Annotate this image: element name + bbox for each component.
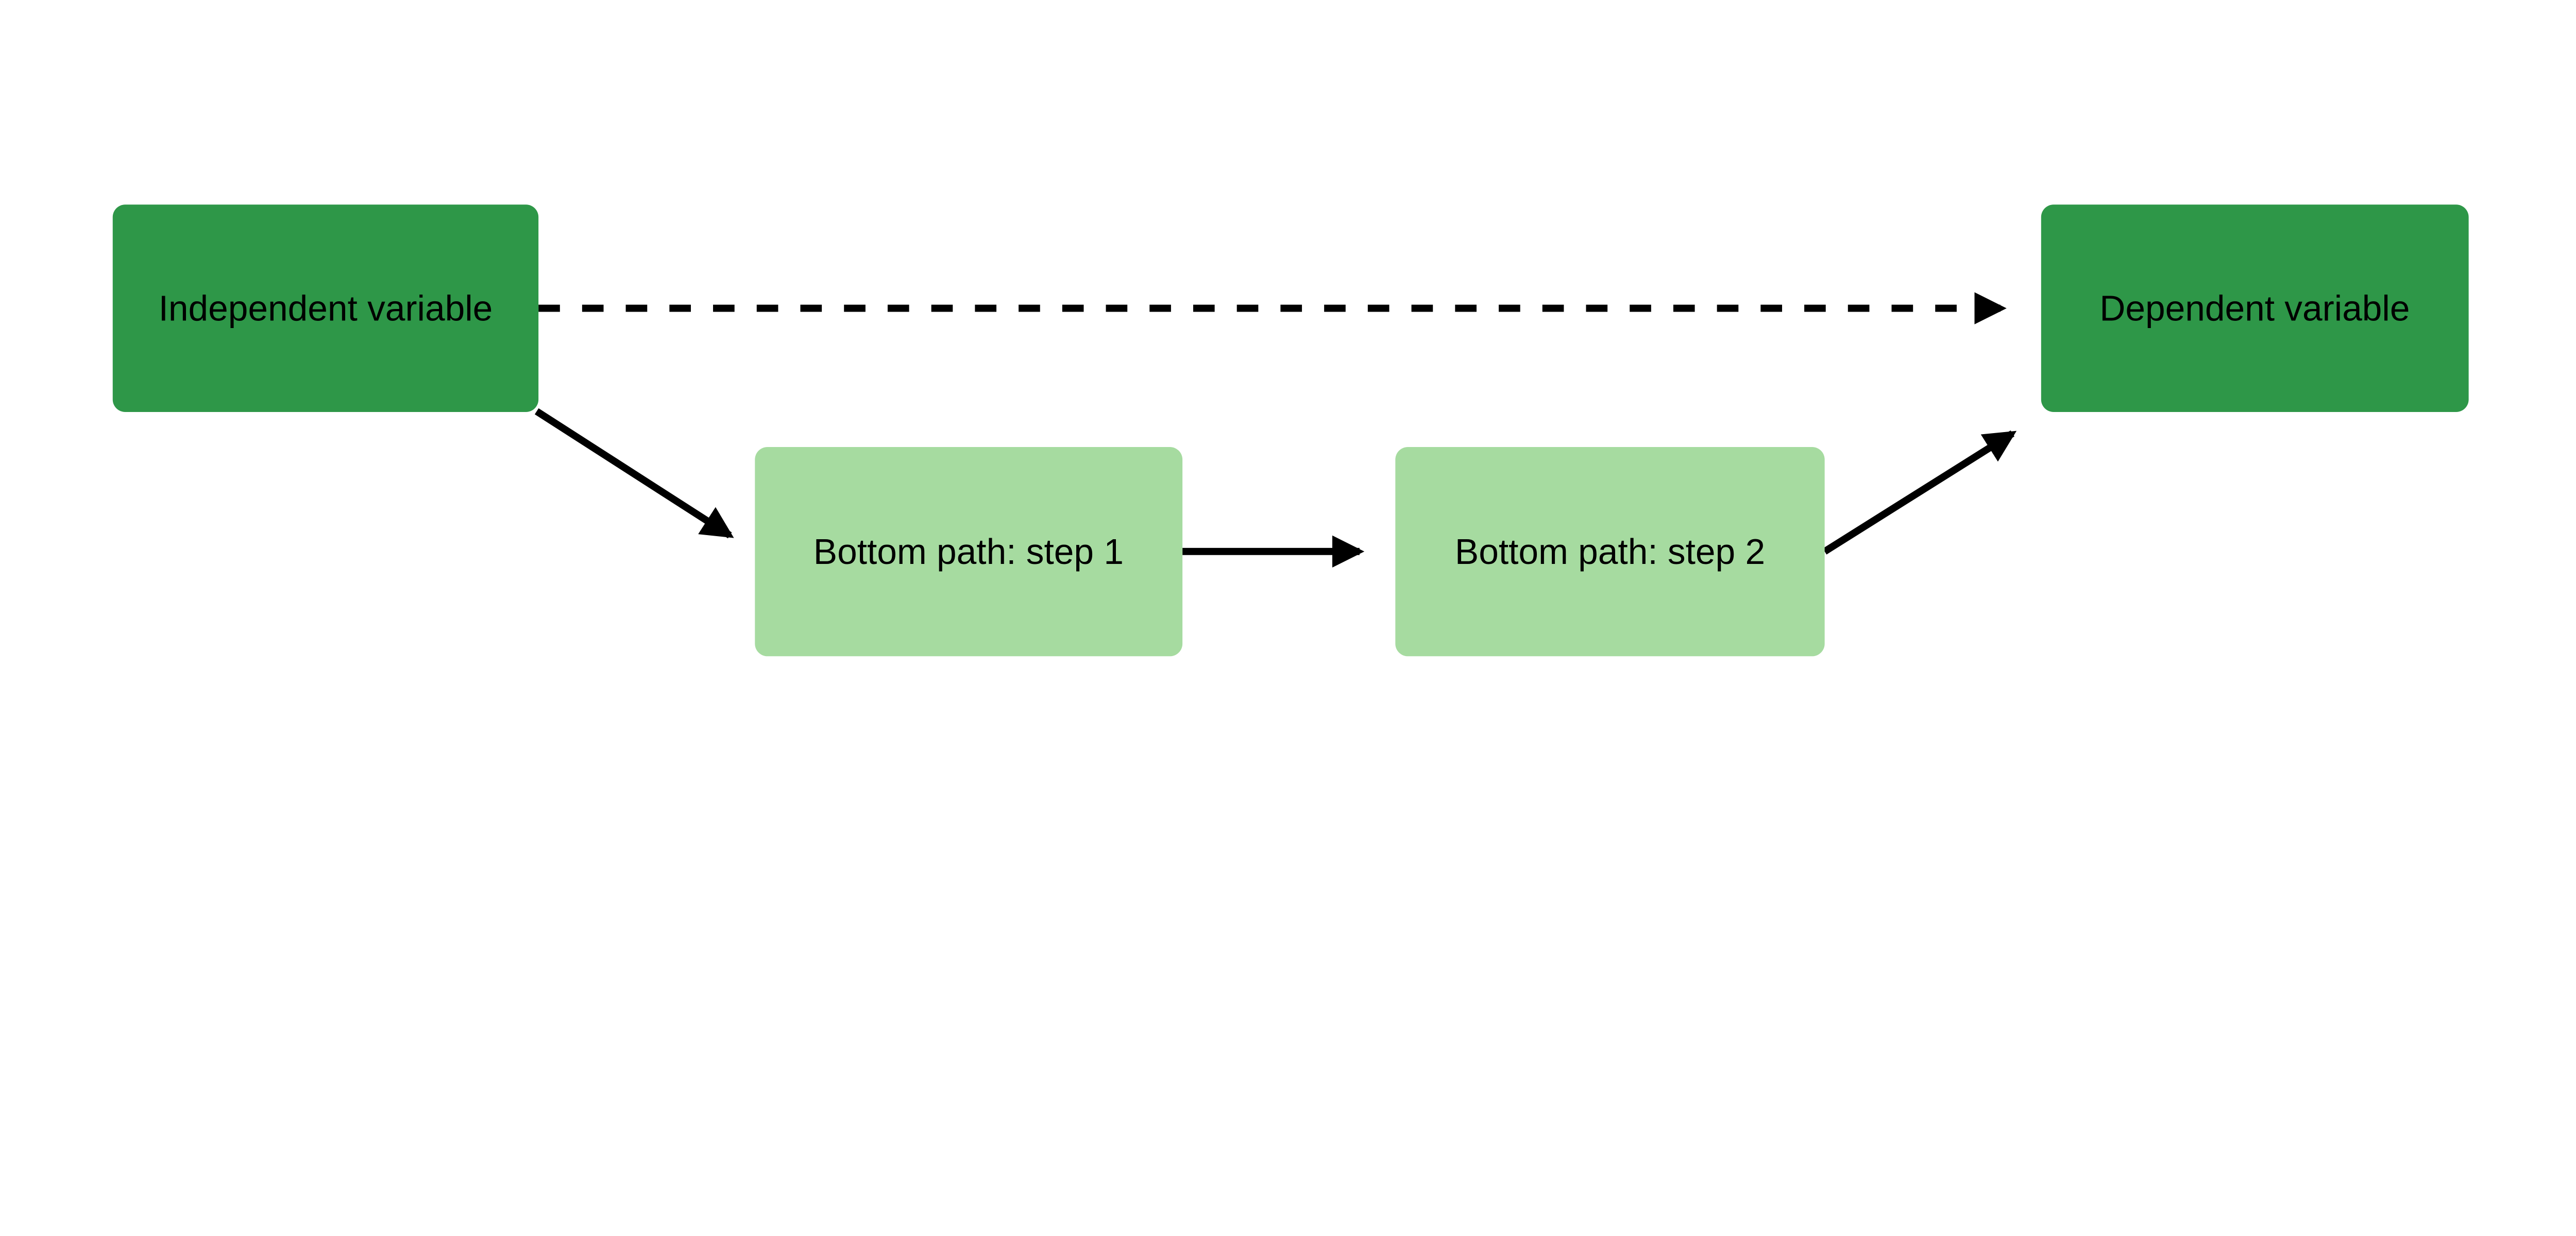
bottom-path-step2-label: Bottom path: step 2 <box>1455 531 1765 572</box>
independent-to-step1-arrow <box>534 408 734 539</box>
independent-variable-label: Independent variable <box>159 288 493 329</box>
bottom-path-step2-node <box>1395 447 1825 657</box>
step2-to-dependent-arrow <box>1822 430 2017 555</box>
diagram-canvas: Independent variable Dependent variable … <box>112 204 2469 657</box>
dependent-variable-node <box>2041 204 2469 412</box>
dependent-variable-label: Dependent variable <box>2099 288 2410 329</box>
mediation-diagram: Independent variable Dependent variable … <box>112 204 2469 657</box>
bottom-path-step1-label: Bottom path: step 1 <box>814 531 1124 572</box>
independent-variable-node <box>112 204 539 412</box>
bottom-path-step1-node <box>755 447 1183 657</box>
